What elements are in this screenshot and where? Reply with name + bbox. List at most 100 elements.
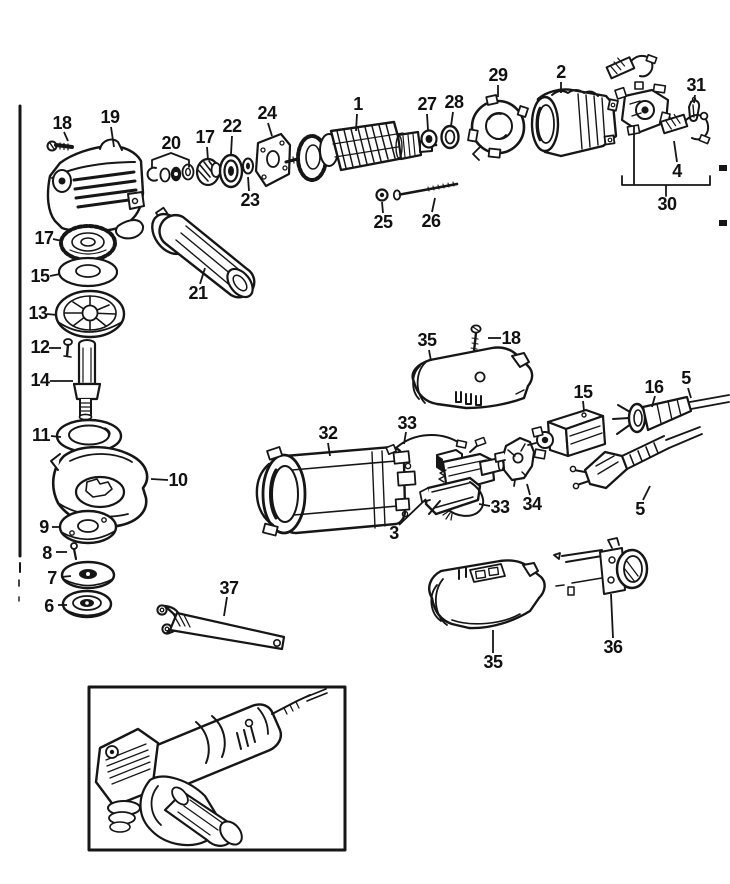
part-28-ring bbox=[440, 124, 460, 150]
part-label-2: 2 bbox=[556, 62, 566, 82]
leader-line-part-15 bbox=[582, 400, 585, 412]
part-label-21: 21 bbox=[188, 283, 208, 303]
leader-line-part-11 bbox=[50, 435, 62, 438]
part-label-18: 18 bbox=[52, 113, 72, 133]
part-19-gear-housing bbox=[46, 138, 145, 311]
part-label-27: 27 bbox=[417, 94, 437, 114]
part-label-29: 29 bbox=[488, 65, 508, 85]
part-12-screw bbox=[63, 338, 73, 358]
leader-line-part-19 bbox=[110, 126, 115, 148]
part-label-31: 31 bbox=[686, 75, 706, 95]
part-label-5: 5 bbox=[681, 368, 691, 388]
part-14-spindle bbox=[72, 339, 102, 421]
leader-line-part-15 bbox=[49, 273, 61, 277]
leader-line-part-26 bbox=[431, 197, 436, 213]
part-label-15: 15 bbox=[573, 382, 593, 402]
part-label-36: 36 bbox=[603, 637, 623, 657]
part-5-cord-upper bbox=[689, 394, 730, 410]
part-34-bracket bbox=[494, 436, 536, 487]
part-label-23: 23 bbox=[240, 190, 260, 210]
part-label-35: 35 bbox=[483, 652, 503, 672]
part-24-bearing-plate bbox=[254, 132, 292, 188]
leader-line-part-25 bbox=[381, 201, 384, 214]
part-label-17: 17 bbox=[34, 228, 54, 248]
leader-line-part-23 bbox=[247, 176, 250, 192]
part-label-34: 34 bbox=[522, 494, 542, 514]
part-label-13: 13 bbox=[28, 303, 48, 323]
part-1-armature bbox=[284, 120, 438, 182]
leader-line-part-17 bbox=[52, 238, 63, 242]
part-18-screw-middle bbox=[470, 324, 482, 353]
leader-line-part-5 bbox=[687, 387, 692, 399]
part-label-10: 10 bbox=[168, 470, 188, 490]
part-8-screw bbox=[70, 542, 78, 561]
part-18-screw-top bbox=[46, 140, 74, 152]
leader-line-part-32 bbox=[327, 442, 331, 457]
part-label-14: 14 bbox=[30, 370, 50, 390]
part-label-3: 3 bbox=[389, 523, 399, 543]
scan-artifacts bbox=[18, 104, 727, 602]
part-label-7: 7 bbox=[47, 568, 57, 588]
part-label-5: 5 bbox=[635, 499, 645, 519]
part-32-motor-housing bbox=[255, 445, 417, 537]
leader-line-part-27 bbox=[426, 113, 429, 131]
leader-line-part-18 bbox=[63, 131, 69, 142]
part-label-15: 15 bbox=[30, 266, 50, 286]
part-3-switch-assembly bbox=[419, 436, 514, 516]
part-20-ring-set bbox=[146, 163, 195, 183]
leader-line-part-17 bbox=[206, 146, 209, 161]
part-35-cover-lower bbox=[428, 559, 546, 630]
leader-line-part-34 bbox=[526, 483, 531, 496]
part-15-switch-block bbox=[527, 408, 607, 460]
part-29-bearing-retainer bbox=[467, 94, 529, 161]
leader-line-part-21 bbox=[199, 267, 206, 285]
leader-line-part-7 bbox=[60, 575, 72, 578]
leader-line-part-37 bbox=[223, 596, 228, 617]
part-5-cord-lower bbox=[569, 426, 703, 490]
part-36-brush-cap-bracket bbox=[553, 537, 649, 596]
part-label-25: 25 bbox=[373, 212, 393, 232]
leader-line-part-28 bbox=[450, 111, 454, 127]
part-label-4: 4 bbox=[672, 161, 682, 181]
part-label-17: 17 bbox=[195, 127, 215, 147]
leader-line-part-3 bbox=[398, 498, 427, 526]
leader-line-part-10 bbox=[150, 478, 169, 481]
assembled-tool-inset bbox=[87, 685, 347, 852]
part-37-pin-spanner bbox=[156, 604, 286, 651]
part-33-lead-wire-upper bbox=[385, 434, 468, 456]
part-30-brush-holder-assembly bbox=[605, 54, 671, 136]
part-13-bearing-plate-fan bbox=[54, 289, 126, 339]
part-label-24: 24 bbox=[257, 103, 277, 123]
part-label-26: 26 bbox=[421, 211, 441, 231]
part-15-washer-left bbox=[57, 256, 119, 288]
part-label-33: 33 bbox=[490, 497, 510, 517]
leader-line-part-36 bbox=[610, 593, 614, 639]
part-label-28: 28 bbox=[444, 92, 464, 112]
part-2-field bbox=[530, 88, 619, 158]
part-label-9: 9 bbox=[39, 517, 49, 537]
part-label-22: 22 bbox=[222, 116, 242, 136]
leader-line-part-31 bbox=[693, 94, 696, 104]
part-label-35: 35 bbox=[417, 330, 437, 350]
part-17-bevel-gear bbox=[59, 224, 117, 262]
leader-line-part-33 bbox=[478, 503, 491, 507]
leader-line-part-16 bbox=[651, 395, 656, 408]
part-25-nut bbox=[375, 188, 389, 202]
leader-line-part-22 bbox=[230, 135, 233, 155]
part-21-side-handle bbox=[151, 206, 256, 299]
part-label-19: 19 bbox=[100, 107, 120, 127]
part-26-long-screw bbox=[392, 181, 459, 201]
part-label-20: 20 bbox=[161, 133, 181, 153]
part-9-flange bbox=[58, 509, 118, 545]
leader-line-part-33 bbox=[403, 431, 407, 445]
leader-line-part-24 bbox=[267, 122, 273, 137]
part-20-bracket bbox=[151, 152, 190, 168]
part-label-8: 8 bbox=[42, 543, 52, 563]
leader-line-part-13 bbox=[46, 313, 58, 316]
part-33-lead-wire-lower bbox=[442, 481, 485, 521]
part-27-washer bbox=[420, 129, 438, 149]
part-label-30: 30 bbox=[657, 194, 677, 214]
